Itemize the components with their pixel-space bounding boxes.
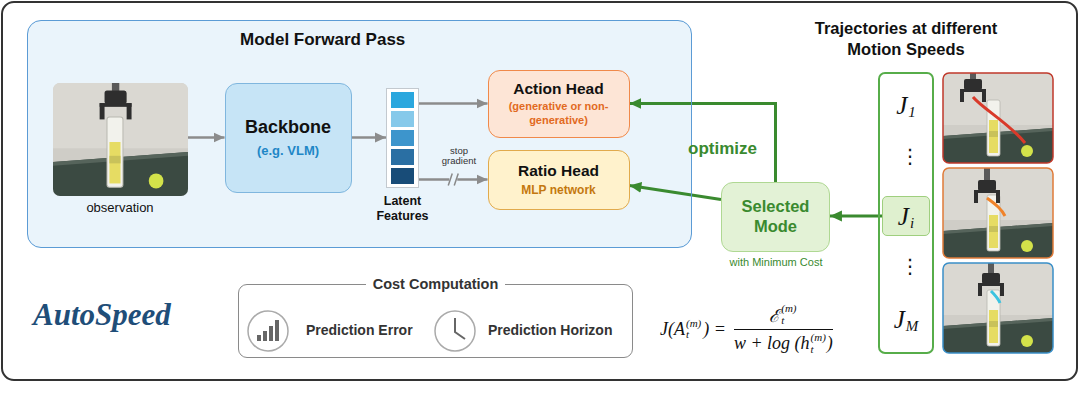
photo (53, 83, 188, 196)
box-subtitle: MLP network (521, 183, 595, 197)
box-title: Ratio Head (518, 162, 599, 180)
photo-art (53, 83, 188, 196)
connector-arrow (830, 215, 882, 218)
formula-symbol: ) = (703, 319, 726, 340)
superscript: (m) (811, 332, 826, 344)
connector-arrow (188, 136, 225, 139)
edge-label: stop gradient (434, 146, 484, 167)
subscript: t (811, 344, 826, 356)
subscript: t (686, 329, 701, 341)
feature-cell (391, 92, 414, 108)
edge-label: optimize (688, 139, 757, 159)
cost-formula: J(A(m)t) =ℰ(m)tw + log (h(m)t) (660, 303, 833, 355)
denominator: w + log (h(m)t) (734, 332, 833, 355)
latent-features: Latent Features (371, 86, 435, 228)
mode-index: M (906, 319, 919, 334)
mode-index: 1 (908, 105, 916, 120)
panel-title: Cost Computation (366, 276, 506, 292)
forward-pass-panel: Model Forward Pass observation Backbone (e.… (27, 20, 692, 248)
process-box: Backbone (e.g. VLM) (225, 83, 352, 193)
box-title: Action Head (513, 80, 603, 98)
formula-symbol: ) (827, 333, 833, 354)
formula-symbol: w + log (h (734, 333, 810, 354)
box-subtitle: (e.g. VLM) (257, 143, 319, 158)
mode-index: i (910, 216, 914, 231)
mode-item: JM (884, 300, 928, 338)
selected-mode: Selected Mode with Minimum Cost (716, 182, 836, 274)
superscript: (m) (781, 303, 796, 315)
ellipsis: ⋮ (900, 254, 920, 278)
connector-arrow (419, 102, 488, 105)
formula-symbol: J(A (660, 319, 685, 340)
feature-stack (386, 88, 419, 188)
mode-symbol: J (896, 93, 907, 118)
feature-cell (391, 111, 414, 127)
observation-image: observation (53, 83, 188, 223)
box-title: Selected Mode (726, 197, 825, 237)
feature-cell (391, 149, 414, 165)
subscript: t (781, 315, 796, 327)
feature-cell (391, 130, 414, 146)
head-box: Ratio HeadMLP network (488, 150, 630, 210)
sub-sup: (m)t (781, 303, 796, 326)
mode-box: Selected Mode (721, 182, 830, 252)
cost-item: Prediction Horizon (488, 322, 612, 338)
sub-sup: (m)t (811, 332, 826, 355)
gradient-break (448, 174, 452, 186)
numerator: ℰ(m)t (769, 303, 797, 327)
mode-symbol: J (898, 204, 909, 229)
mode-symbol: J (894, 307, 905, 332)
trajectory-group: Trajectories at different Motion SpeedsJ… (800, 16, 1012, 358)
fraction-bar (734, 329, 833, 330)
panel-title: Model Forward Pass (240, 30, 405, 50)
feature-label: Latent Features (371, 194, 435, 225)
fraction: ℰ(m)tw + log (h(m)t) (734, 303, 833, 355)
gradient-break (454, 174, 458, 186)
formula-symbol: ℰ (769, 303, 780, 327)
sub-sup: (m)t (686, 318, 701, 341)
superscript: (m) (686, 318, 701, 330)
cost-panel: Cost Computation (238, 276, 633, 358)
connector-arrow (352, 136, 387, 139)
cost-item: Prediction Error (306, 322, 413, 338)
group-title: Trajectories at different Motion Speeds (800, 18, 1012, 59)
box-caption: with Minimum Cost (716, 256, 836, 268)
title-holder: Cost Computation (238, 276, 633, 292)
head-box: Action Head (generative or non-generative… (488, 70, 630, 138)
gradient-break (449, 174, 457, 186)
box-subtitle: (generative or non-generative) (497, 100, 621, 126)
mode-item: Ji (882, 196, 930, 236)
connector-arrow (630, 104, 776, 183)
ellipsis: ⋮ (900, 144, 920, 168)
image-caption: observation (53, 200, 188, 215)
box-title: Backbone (245, 117, 331, 138)
feature-cell (391, 168, 414, 184)
connector-arrow (630, 186, 722, 200)
logo-text: AutoSpeed (33, 297, 171, 333)
cost-box (238, 284, 633, 358)
mode-item: J1 (884, 86, 928, 124)
